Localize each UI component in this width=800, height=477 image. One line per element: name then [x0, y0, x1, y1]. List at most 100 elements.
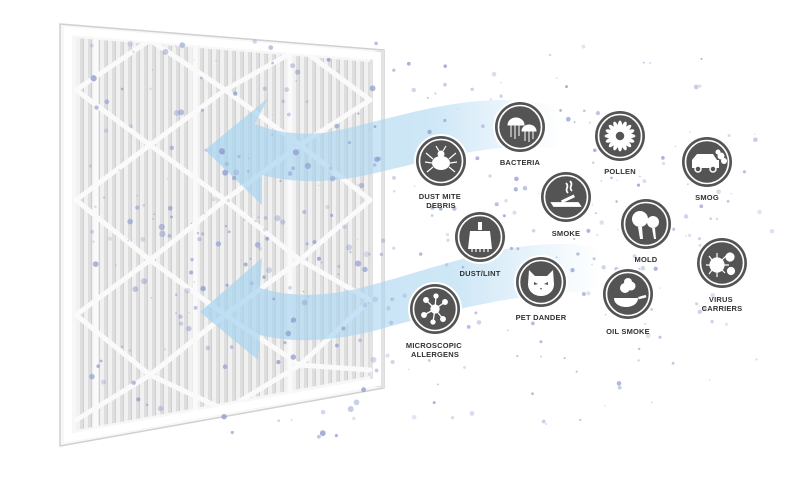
- particle: [601, 265, 606, 270]
- particle: [390, 297, 395, 302]
- particle: [152, 218, 154, 220]
- contaminant-mold-label: MOLD: [635, 255, 658, 264]
- particle: [326, 57, 331, 62]
- particle: [575, 370, 578, 373]
- particle: [372, 296, 378, 303]
- particle: [604, 405, 606, 407]
- particle: [565, 116, 571, 122]
- particle: [370, 356, 377, 363]
- contaminant-mold: [619, 197, 673, 251]
- particle: [337, 264, 341, 269]
- particle: [450, 416, 455, 420]
- particle: [742, 170, 747, 174]
- particle: [230, 430, 234, 435]
- particle: [661, 161, 666, 166]
- particle: [252, 39, 257, 44]
- particle: [218, 148, 225, 155]
- particle: [337, 273, 340, 276]
- particle: [254, 220, 257, 223]
- particle: [413, 185, 416, 187]
- particle: [390, 359, 395, 365]
- particle: [349, 251, 352, 254]
- airflow-arrow-upper: [205, 98, 560, 205]
- particle: [203, 212, 206, 215]
- particle: [710, 293, 715, 298]
- particle: [474, 311, 478, 315]
- particle: [129, 124, 133, 129]
- particle: [305, 100, 309, 104]
- particle: [636, 183, 641, 187]
- particle: [685, 235, 687, 237]
- particle: [504, 198, 508, 203]
- particle: [373, 125, 377, 129]
- particle: [120, 87, 124, 91]
- particle: [167, 233, 172, 238]
- particle: [379, 252, 384, 257]
- particle: [372, 163, 377, 167]
- particle: [151, 69, 154, 71]
- contaminant-bacteria-label: BACTERIA: [500, 158, 541, 167]
- particle: [334, 123, 340, 129]
- particle: [302, 210, 307, 215]
- mold-icon: [632, 211, 659, 239]
- particle: [374, 41, 378, 46]
- particle: [565, 85, 568, 89]
- contaminant-dust-mite: [414, 134, 468, 188]
- particle: [502, 214, 506, 218]
- particle: [317, 184, 320, 187]
- particle: [174, 312, 178, 315]
- bacteria-icon: [507, 117, 537, 142]
- particle: [632, 254, 637, 259]
- particle: [99, 359, 103, 363]
- particle: [222, 169, 229, 176]
- particle: [616, 179, 618, 182]
- particle: [583, 109, 586, 113]
- particle: [512, 210, 517, 215]
- particle: [153, 213, 156, 216]
- particle: [308, 295, 310, 298]
- particle: [127, 239, 129, 242]
- particle: [328, 166, 333, 171]
- particle: [637, 359, 640, 362]
- particle: [167, 205, 173, 211]
- contaminant-microscopic-allergens-label: MICROSCOPIC ALLERGENS: [406, 341, 464, 359]
- particle: [466, 324, 471, 329]
- particle: [347, 140, 352, 145]
- airflow-arrow-lower: [200, 244, 600, 360]
- particle: [90, 229, 95, 234]
- pollen-petal: [605, 136, 616, 143]
- particle: [199, 76, 203, 80]
- pet-dander-icon: [528, 270, 554, 296]
- particle: [592, 161, 595, 164]
- particle: [411, 414, 417, 420]
- particle: [708, 379, 711, 381]
- particle: [724, 322, 729, 326]
- particle: [469, 411, 475, 416]
- particle: [649, 62, 651, 64]
- air-filter: [59, 23, 385, 447]
- particle: [237, 154, 241, 159]
- particle: [367, 301, 370, 305]
- particle: [145, 403, 149, 407]
- particle: [319, 430, 326, 437]
- particle: [292, 149, 299, 156]
- particle: [120, 345, 124, 348]
- particle: [131, 380, 136, 385]
- particle: [320, 409, 326, 415]
- contaminant-oil-smoke-label: OIL SMOKE: [606, 327, 650, 336]
- particle: [158, 223, 165, 231]
- particle: [698, 243, 702, 248]
- particle: [271, 133, 274, 136]
- smoke-icon: [550, 180, 582, 207]
- particle: [290, 63, 296, 69]
- particle: [355, 260, 362, 267]
- particle: [548, 53, 552, 57]
- particle: [232, 176, 237, 181]
- particle: [190, 257, 194, 262]
- particle: [334, 434, 338, 438]
- particle: [277, 419, 281, 423]
- particle: [197, 236, 202, 242]
- particle: [727, 134, 731, 137]
- particle: [279, 180, 282, 183]
- particle: [516, 247, 520, 251]
